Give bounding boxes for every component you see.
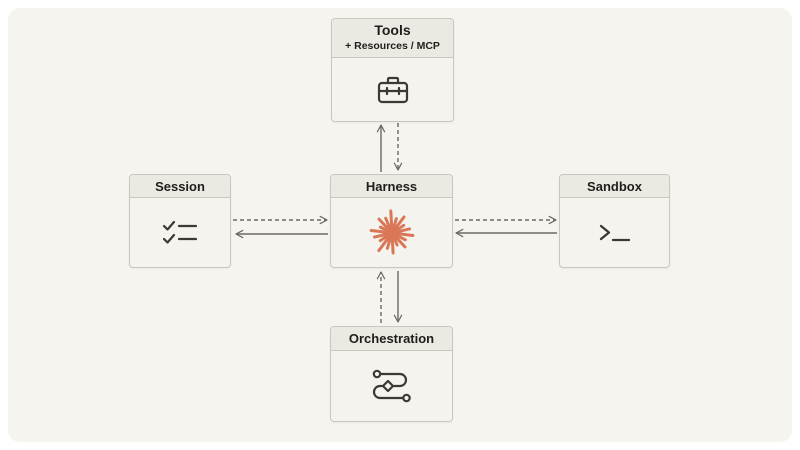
workflow-icon — [372, 369, 411, 403]
starburst-ray — [378, 232, 391, 242]
sandbox-title: Sandbox — [587, 178, 642, 194]
tools-node[interactable]: Tools + Resources / MCP — [331, 18, 454, 122]
starburst-ray — [392, 233, 406, 248]
starburst-ray — [393, 226, 411, 234]
starburst-ray — [385, 234, 392, 250]
session-node-header: Session — [130, 175, 230, 198]
tools-node-body — [332, 58, 453, 121]
orchestration-title: Orchestration — [348, 331, 435, 346]
starburst-ray — [392, 215, 405, 232]
sandbox-node[interactable]: Sandbox — [559, 174, 670, 268]
starburst-ray — [391, 234, 399, 246]
starburst-ray — [392, 223, 405, 233]
checklist-icon — [162, 220, 198, 244]
starburst-ray — [376, 233, 391, 252]
tools-title: Tools — [374, 22, 411, 38]
session-node-body — [130, 198, 230, 267]
starburst-ray — [393, 232, 407, 241]
harness-node-body — [331, 198, 452, 267]
session-title: Session — [155, 178, 205, 194]
starburst-ray — [369, 228, 390, 234]
starburst-ray — [378, 225, 390, 233]
harness-node[interactable]: Harness — [330, 174, 453, 268]
harness-node-header: Harness — [331, 175, 452, 198]
tools-node-header: Tools + Resources / MCP — [332, 19, 453, 58]
starburst-ray — [390, 234, 395, 254]
starburst-ray — [383, 216, 392, 231]
starburst-ray — [388, 209, 393, 231]
tools-subtitle: + Resources / MCP — [345, 40, 440, 52]
toolbox-icon — [377, 76, 408, 103]
session-node[interactable]: Session — [129, 174, 231, 268]
starburst-ray — [377, 217, 391, 232]
starburst-core — [387, 228, 396, 237]
starburst-ray — [372, 231, 390, 239]
harness-title: Harness — [365, 178, 418, 194]
orchestration-node[interactable]: Orchestration — [330, 326, 453, 422]
terminal-prompt-icon — [599, 224, 630, 241]
sandbox-node-header: Sandbox — [560, 175, 669, 198]
starburst-ray — [393, 231, 414, 237]
starburst-icon — [369, 209, 414, 254]
orchestration-node-body — [331, 351, 452, 421]
sandbox-node-body — [560, 198, 669, 267]
starburst-ray — [391, 216, 398, 231]
orchestration-node-header: Orchestration — [331, 327, 452, 351]
